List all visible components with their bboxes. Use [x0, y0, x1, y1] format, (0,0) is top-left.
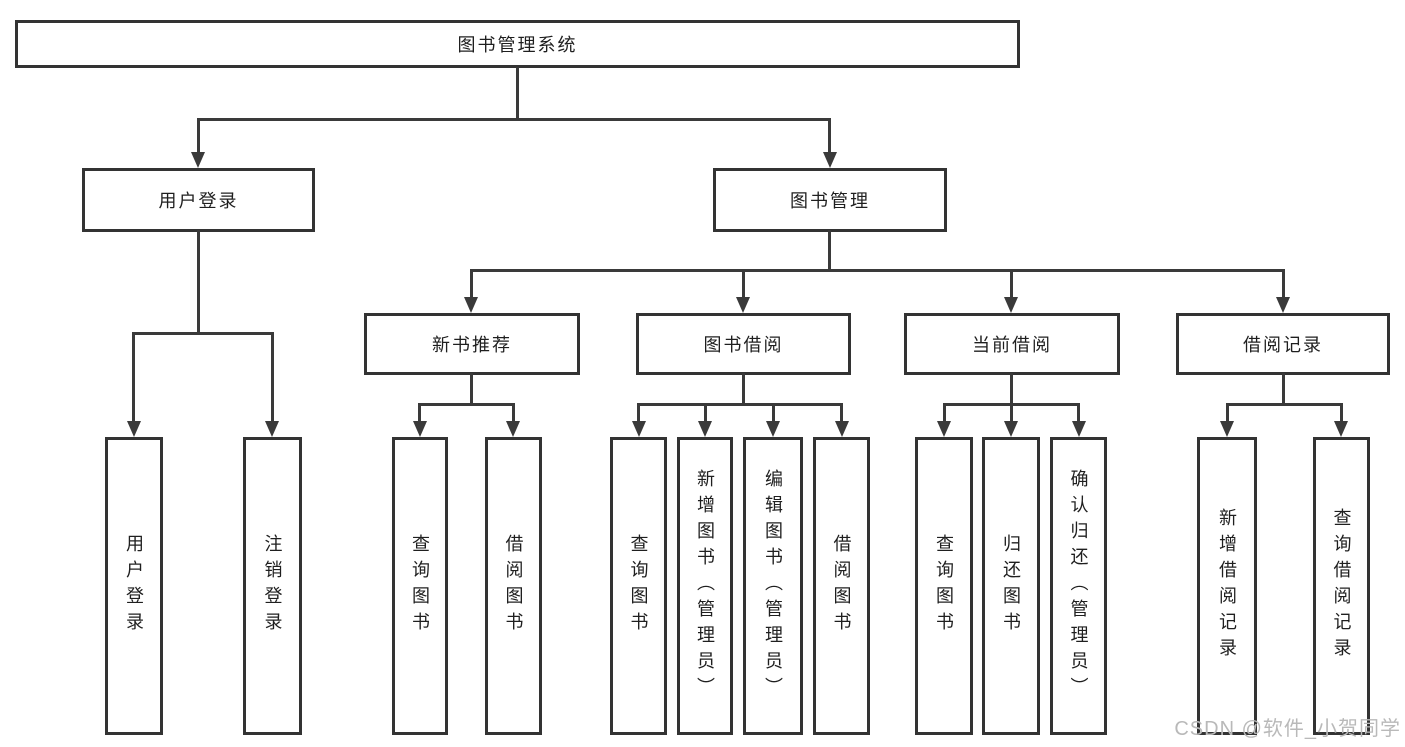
- arrow-to-book-borrow: [736, 297, 750, 313]
- connector-sec2-drop: [1010, 269, 1013, 298]
- connector-sec2-leaf1-drop: [1010, 403, 1013, 422]
- arrow-to-cb-confirm: [1072, 421, 1086, 437]
- connector-sec1-stem: [742, 373, 745, 406]
- connector-leaf-login-drop: [132, 332, 135, 422]
- arrow-to-nb-query: [413, 421, 427, 437]
- connector-sec2-leaf0-drop: [943, 403, 946, 422]
- node-current-borrow: 当前借阅: [904, 313, 1120, 375]
- connector-book-mgmt-stem: [828, 230, 831, 272]
- leaf-nb-borrow-books: 借阅图书: [485, 437, 542, 735]
- arrow-to-leaf-login: [127, 421, 141, 437]
- arrow-to-new-book-recommend: [464, 297, 478, 313]
- connector-sec0-leaf0-drop: [418, 403, 421, 422]
- connector-sec0-drop: [470, 269, 473, 298]
- arrow-to-cb-query: [937, 421, 951, 437]
- leaf-cb-confirm-return-admin: 确认归还（管理员）: [1050, 437, 1107, 735]
- connector-sec0-leaf1-drop: [512, 403, 515, 422]
- connector-leaf-logout-drop: [271, 332, 274, 422]
- connector-sec3-stem: [1282, 373, 1285, 406]
- leaf-bb-query-books: 查询图书: [610, 437, 667, 735]
- arrow-to-cb-return: [1004, 421, 1018, 437]
- arrow-to-book-mgmt: [823, 152, 837, 168]
- connector-sec1-leaf0-drop: [637, 403, 640, 422]
- connector-sec1-leaf1-drop: [704, 403, 707, 422]
- connector-sec2-leaf2-drop: [1077, 403, 1080, 422]
- connector-sec0-stem: [470, 373, 473, 406]
- connector-sec1-drop: [742, 269, 745, 298]
- node-new-book-recommend: 新书推荐: [364, 313, 580, 375]
- node-root: 图书管理系统: [15, 20, 1020, 68]
- connector-sec3-leaf0-drop: [1226, 403, 1229, 422]
- connector-sec1-leaf3-drop: [840, 403, 843, 422]
- leaf-cb-return-books: 归还图书: [982, 437, 1040, 735]
- leaf-user-login: 用户登录: [105, 437, 163, 735]
- leaf-nb-query-books: 查询图书: [392, 437, 448, 735]
- connector-sec0-hline: [418, 403, 515, 406]
- leaf-logout: 注销登录: [243, 437, 302, 735]
- leaf-br-query-record: 查询借阅记录: [1313, 437, 1370, 735]
- arrow-to-user-login: [191, 152, 205, 168]
- node-user-login: 用户登录: [82, 168, 315, 232]
- arrow-to-br-add: [1220, 421, 1234, 437]
- arrow-to-bb-query: [632, 421, 646, 437]
- connector-sec3-drop: [1282, 269, 1285, 298]
- connector-user-login-drop: [197, 118, 200, 153]
- node-borrow-records: 借阅记录: [1176, 313, 1390, 375]
- arrow-to-current-borrow: [1004, 297, 1018, 313]
- arrow-to-bb-add: [698, 421, 712, 437]
- arrow-to-nb-borrow: [506, 421, 520, 437]
- connector-level3-hline: [470, 269, 1284, 272]
- connector-sec2-stem: [1010, 373, 1013, 406]
- leaf-bb-edit-books-admin: 编辑图书（管理员）: [743, 437, 803, 735]
- connector-level1-hline: [197, 118, 831, 121]
- csdn-watermark: CSDN @软件_小贺同学: [1174, 718, 1401, 740]
- leaf-bb-add-books-admin: 新增图书（管理员）: [677, 437, 733, 735]
- node-book-management: 图书管理: [713, 168, 947, 232]
- arrow-to-leaf-logout: [265, 421, 279, 437]
- leaf-br-add-record: 新增借阅记录: [1197, 437, 1257, 735]
- connector-user-login-stem: [197, 230, 200, 335]
- leaf-bb-borrow-books: 借阅图书: [813, 437, 870, 735]
- connector-sec3-leaf1-drop: [1340, 403, 1343, 422]
- arrow-to-bb-edit: [766, 421, 780, 437]
- connector-sec1-leaf2-drop: [772, 403, 775, 422]
- connector-book-mgmt-drop: [828, 118, 831, 153]
- leaf-cb-query-books: 查询图书: [915, 437, 973, 735]
- arrow-to-br-query: [1334, 421, 1348, 437]
- arrow-to-borrow-records: [1276, 297, 1290, 313]
- connector-user-login-hline: [132, 332, 274, 335]
- connector-root-stem: [516, 67, 519, 120]
- arrow-to-bb-borrow: [835, 421, 849, 437]
- connector-sec3-hline: [1226, 403, 1342, 406]
- connector-sec1-hline: [637, 403, 842, 406]
- node-book-borrow: 图书借阅: [636, 313, 851, 375]
